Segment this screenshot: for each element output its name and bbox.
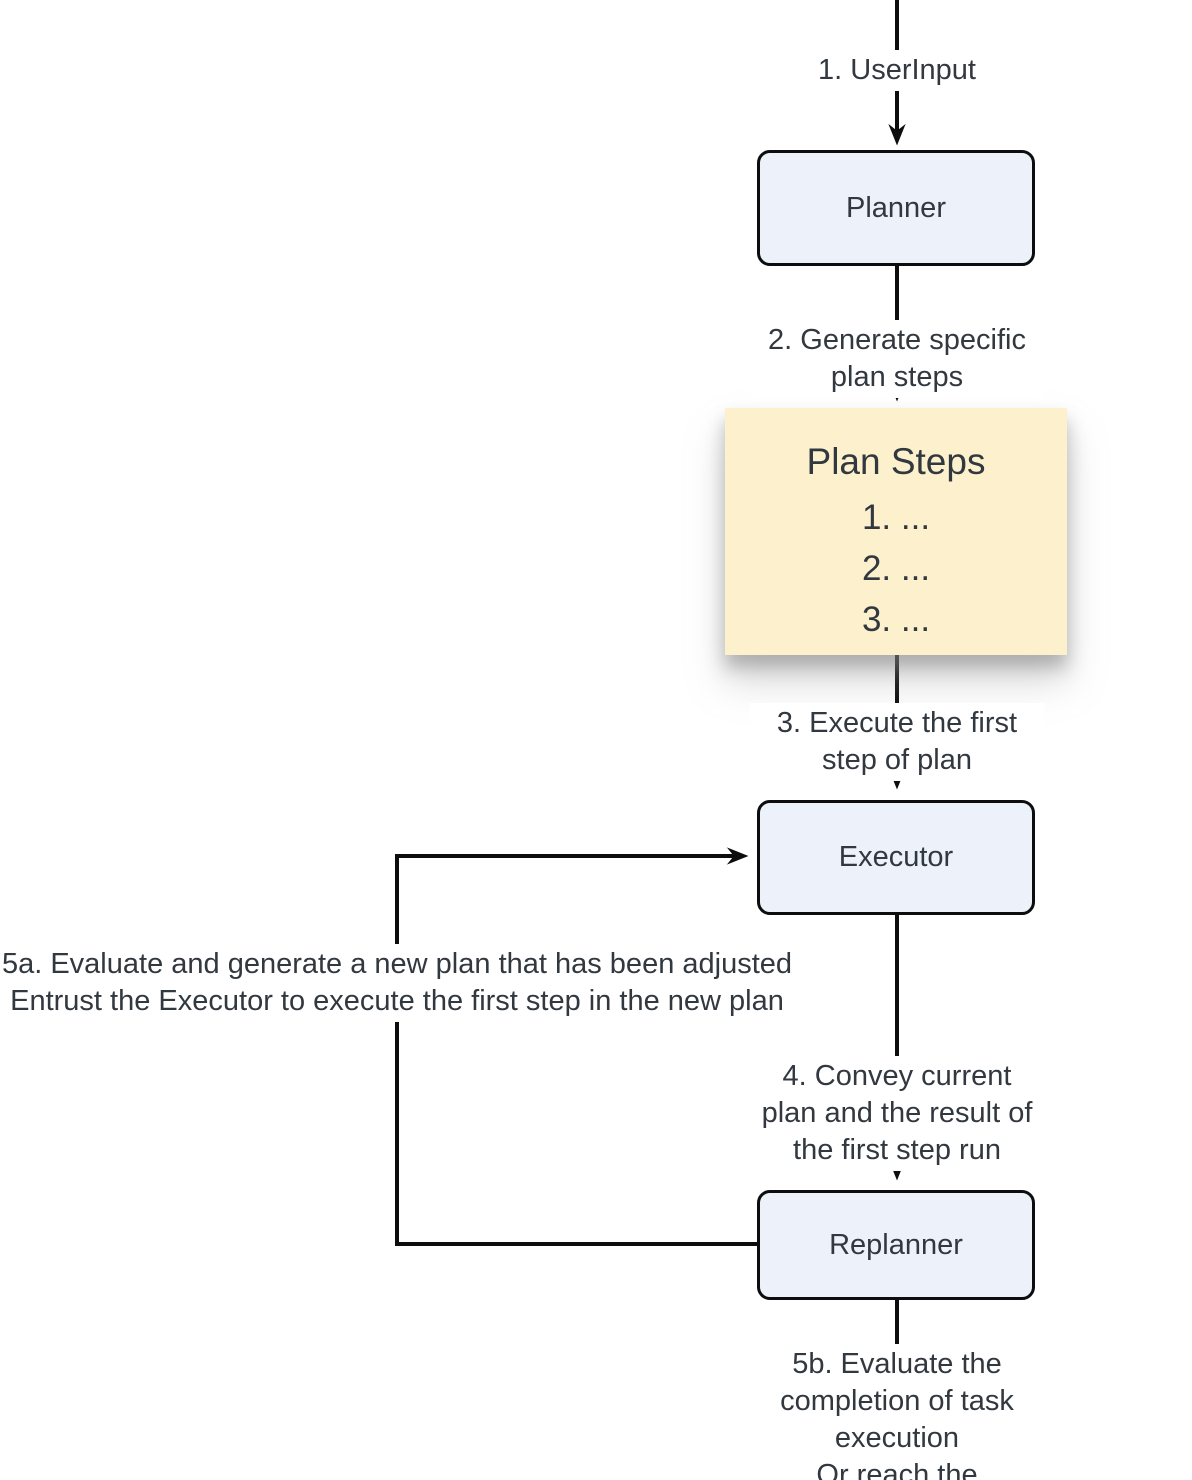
edge-label-generate-steps: 2. Generate specific plan steps: [749, 320, 1045, 398]
plan-steps-title: Plan Steps: [806, 441, 986, 482]
edge-label-convey-result: 4. Convey current plan and the result of…: [749, 1056, 1045, 1171]
edge-label-userinput: 1. UserInput: [808, 50, 986, 91]
node-plan-steps: Plan Steps 1. ... 2. ... 3. ...: [725, 408, 1067, 655]
plan-steps-item: 2. ...: [861, 549, 931, 588]
node-replanner-label: Replanner: [829, 1228, 963, 1261]
node-executor-label: Executor: [838, 841, 954, 873]
node-planner: Planner: [757, 150, 1035, 266]
node-planner-label: Planner: [846, 191, 946, 224]
edge-replanner-to-executor-loop: [395, 847, 757, 1246]
edge-label-replan-loop: 5a. Evaluate and generate a new plan tha…: [0, 944, 812, 1022]
edge-label-execute-first: 3. Execute the first step of plan: [749, 703, 1045, 781]
plan-steps-item: 1. ...: [861, 498, 931, 537]
node-replanner: Replanner: [757, 1190, 1035, 1300]
plan-steps-item: 3. ...: [861, 600, 931, 639]
edge-label-finish: 5b. Evaluate the completion of task exec…: [749, 1344, 1045, 1480]
node-executor: Executor: [757, 800, 1035, 915]
